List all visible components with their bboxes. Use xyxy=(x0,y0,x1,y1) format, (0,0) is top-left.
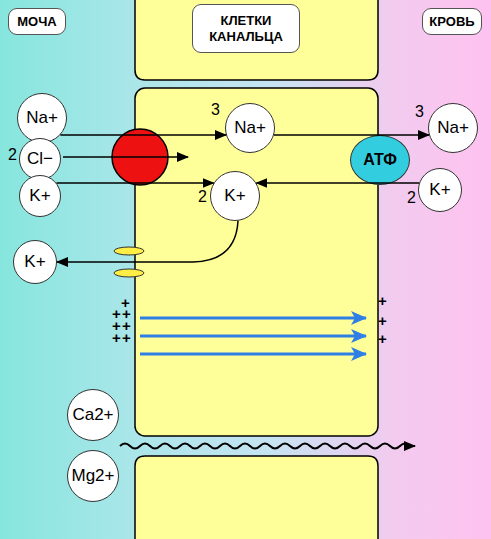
cell-bottom xyxy=(135,456,378,539)
node-text: Na+ xyxy=(234,118,266,138)
transport-arrow xyxy=(56,182,213,184)
current-arrow xyxy=(140,353,366,356)
charge-sign: + xyxy=(378,331,387,347)
stoichiometry-number: 2 xyxy=(407,190,416,206)
pump-ellipse: АТФ xyxy=(350,135,410,185)
ion-circle: Cl− xyxy=(19,138,61,180)
transport-arrow xyxy=(274,134,429,136)
header-box: МОЧА xyxy=(8,8,66,35)
stoichiometry-number: 2 xyxy=(198,189,207,205)
node-text: K+ xyxy=(224,186,245,206)
node-text: K+ xyxy=(24,252,45,272)
node-text: Cl− xyxy=(27,149,53,169)
node-text: КЛЕТКИ КАНАЛЬЦА xyxy=(196,13,296,45)
node-text: K+ xyxy=(29,186,50,206)
node-text: АТФ xyxy=(363,151,397,169)
ion-circle: Na+ xyxy=(17,93,67,143)
channel-part xyxy=(114,269,144,277)
current-arrow xyxy=(140,335,366,338)
node-text: МОЧА xyxy=(17,14,56,30)
transport-arrow xyxy=(57,221,238,262)
node-text: K+ xyxy=(429,180,450,200)
paracellular-arrow xyxy=(120,444,415,449)
stoichiometry-number: 3 xyxy=(415,104,424,120)
stoichiometry-number: 2 xyxy=(8,147,17,163)
ion-circle: K+ xyxy=(19,175,61,217)
node-text: Mg2+ xyxy=(72,466,115,486)
node-text: Ca2+ xyxy=(72,405,113,425)
cell-top xyxy=(135,0,378,80)
ion-circle: K+ xyxy=(13,240,57,284)
charge-sign: + xyxy=(378,313,387,329)
transport-arrow xyxy=(256,182,419,184)
ion-circle: Ca2+ xyxy=(67,389,119,441)
ion-circle: Mg2+ xyxy=(67,450,119,502)
node-text: КРОВЬ xyxy=(429,14,474,30)
node-text: Na+ xyxy=(437,118,469,138)
charge-sign: + xyxy=(122,330,131,346)
charge-sign: + xyxy=(112,330,121,346)
header-box: КРОВЬ xyxy=(422,8,482,35)
ion-circle: K+ xyxy=(418,168,462,212)
chloride-arrow xyxy=(63,156,188,158)
node-text: Na+ xyxy=(26,108,58,128)
channel-part xyxy=(114,247,144,255)
stoichiometry-number: 3 xyxy=(211,102,220,118)
header-box: КЛЕТКИ КАНАЛЬЦА xyxy=(192,4,300,53)
current-arrow xyxy=(140,317,366,320)
ion-circle: K+ xyxy=(210,171,260,221)
transport-arrow xyxy=(60,134,226,136)
ion-circle: Na+ xyxy=(225,103,275,153)
charge-sign: + xyxy=(378,293,387,309)
ion-circle: Na+ xyxy=(428,103,478,153)
